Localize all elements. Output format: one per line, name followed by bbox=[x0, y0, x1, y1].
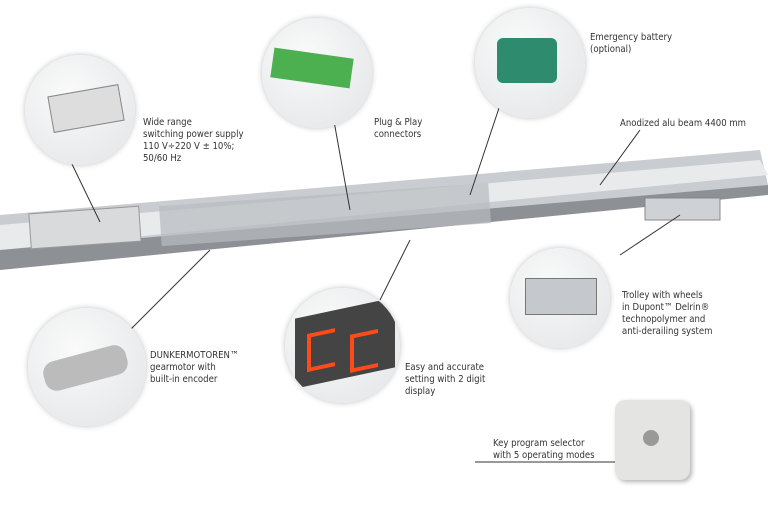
connectors-label: Plug & Play connectors bbox=[374, 117, 423, 140]
gearmotor-image bbox=[28, 308, 146, 426]
trolley-label: Trolley with wheels in Dupont™ Delrin® t… bbox=[622, 290, 713, 337]
connectors-image bbox=[262, 18, 372, 128]
display-label: Easy and accurate setting with 2 digit d… bbox=[405, 362, 486, 397]
power-supply-image bbox=[25, 55, 135, 165]
key-selector-label: Key program selector with 5 operating mo… bbox=[493, 438, 595, 461]
battery-image bbox=[475, 8, 585, 118]
trolley-image bbox=[510, 248, 610, 348]
digit-1 bbox=[307, 328, 335, 373]
battery-label: Emergency battery (optional) bbox=[590, 32, 673, 55]
gearmotor-label: DUNKERMOTOREN™ gearmotor with built-in e… bbox=[150, 350, 239, 385]
key-selector-image bbox=[615, 400, 690, 480]
digit-2 bbox=[350, 328, 378, 373]
beam-label: Anodized alu beam 4400 mm bbox=[620, 118, 747, 129]
digit-display-image bbox=[285, 288, 400, 403]
power-supply-label: Wide range switching power supply 110 V÷… bbox=[143, 117, 244, 164]
